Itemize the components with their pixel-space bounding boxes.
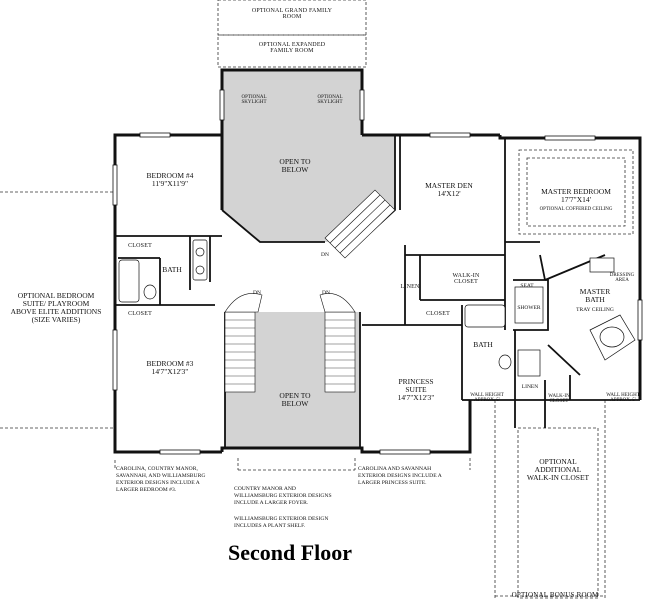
- closet-bedroom3-label: CLOSET: [128, 311, 152, 317]
- seat-label: SEAT: [520, 283, 534, 289]
- dn-right-label: DN: [322, 290, 330, 296]
- optional-grand-family-room-label: OPTIONAL GRAND FAMILY ROOM: [251, 8, 333, 21]
- page-title: Second Floor: [228, 540, 353, 565]
- closet-bedroom4-label: CLOSET: [128, 243, 152, 249]
- optional-additional-closet-label: OPTIONAL ADDITIONAL WALK-IN CLOSET: [526, 457, 590, 482]
- bedroom-4-label: BEDROOM #4 11'9"X11'9": [146, 171, 194, 188]
- linen-lower-label: LINEN: [521, 384, 539, 390]
- dn-top-label: DN: [321, 252, 329, 258]
- stair-treads: [225, 319, 355, 385]
- master-bath-label: MASTER BATH: [579, 287, 611, 304]
- master-bedroom-ceiling-label: OPTIONAL COFFERED CEILING: [539, 207, 613, 212]
- walk-in-closet-small-label: WALK-IN CLOSET: [548, 394, 570, 405]
- windows: [112, 89, 643, 455]
- fixtures: [118, 239, 636, 377]
- dn-left-label: DN: [253, 290, 261, 296]
- walk-in-closet-label: WALK-IN CLOSET: [452, 273, 480, 286]
- wall-height-left-label: WALL HEIGHT APPROX. 5': [470, 393, 504, 404]
- master-bath-ceiling-label: TRAY CEILING: [576, 307, 614, 313]
- master-bedroom-label: MASTER BEDROOM 17'7"X14': [541, 187, 611, 204]
- note-right: CAROLINA AND SAVANNAH EXTERIOR DESIGNS I…: [358, 466, 442, 486]
- optional-expanded-family-room-label: OPTIONAL EXPANDED FAMILY ROOM: [258, 42, 326, 55]
- note-left: CAROLINA, COUNTRY MANOR, SAVANNAH, AND W…: [116, 466, 206, 493]
- bath-right-label: BATH: [473, 340, 493, 349]
- linen-upper-label: LINEN: [400, 284, 420, 290]
- upper-staircase: [324, 189, 396, 259]
- shower-label: SHOWER: [517, 305, 541, 311]
- open-to-below-lower-label: OPEN TO BELOW: [279, 391, 311, 408]
- open-to-below-upper-label: OPEN TO BELOW: [279, 157, 311, 174]
- skylight-left-label: OPTIONAL SKYLIGHT: [241, 95, 267, 106]
- optional-dashed-outlines: [0, 0, 634, 600]
- bedroom-3-label: BEDROOM #3 14'7"X12'3": [146, 359, 194, 376]
- wall-height-right-label: WALL HEIGHT APPROX. 5': [606, 393, 640, 404]
- princess-suite-label: PRINCESS SUITE 14'7"X12'3": [397, 377, 435, 402]
- note-center-2: WILLIAMSBURG EXTERIOR DESIGN INCLUDES A …: [234, 516, 329, 529]
- master-den-label: MASTER DEN 14'X12': [425, 181, 473, 198]
- note-center: COUNTRY MANOR AND WILLIAMSBURG EXTERIOR …: [234, 486, 332, 506]
- bath-left-label: BATH: [162, 265, 182, 274]
- skylight-right-label: OPTIONAL SKYLIGHT: [317, 95, 343, 106]
- dressing-area-label: DRESSING AREA: [609, 273, 635, 284]
- optional-bonus-room-label: OPTIONAL BONUS ROOM: [511, 591, 599, 599]
- optional-bedroom-suite-label: OPTIONAL BEDROOM SUITE/ PLAYROOM ABOVE E…: [10, 291, 102, 324]
- closet-princess-label: CLOSET: [426, 311, 450, 317]
